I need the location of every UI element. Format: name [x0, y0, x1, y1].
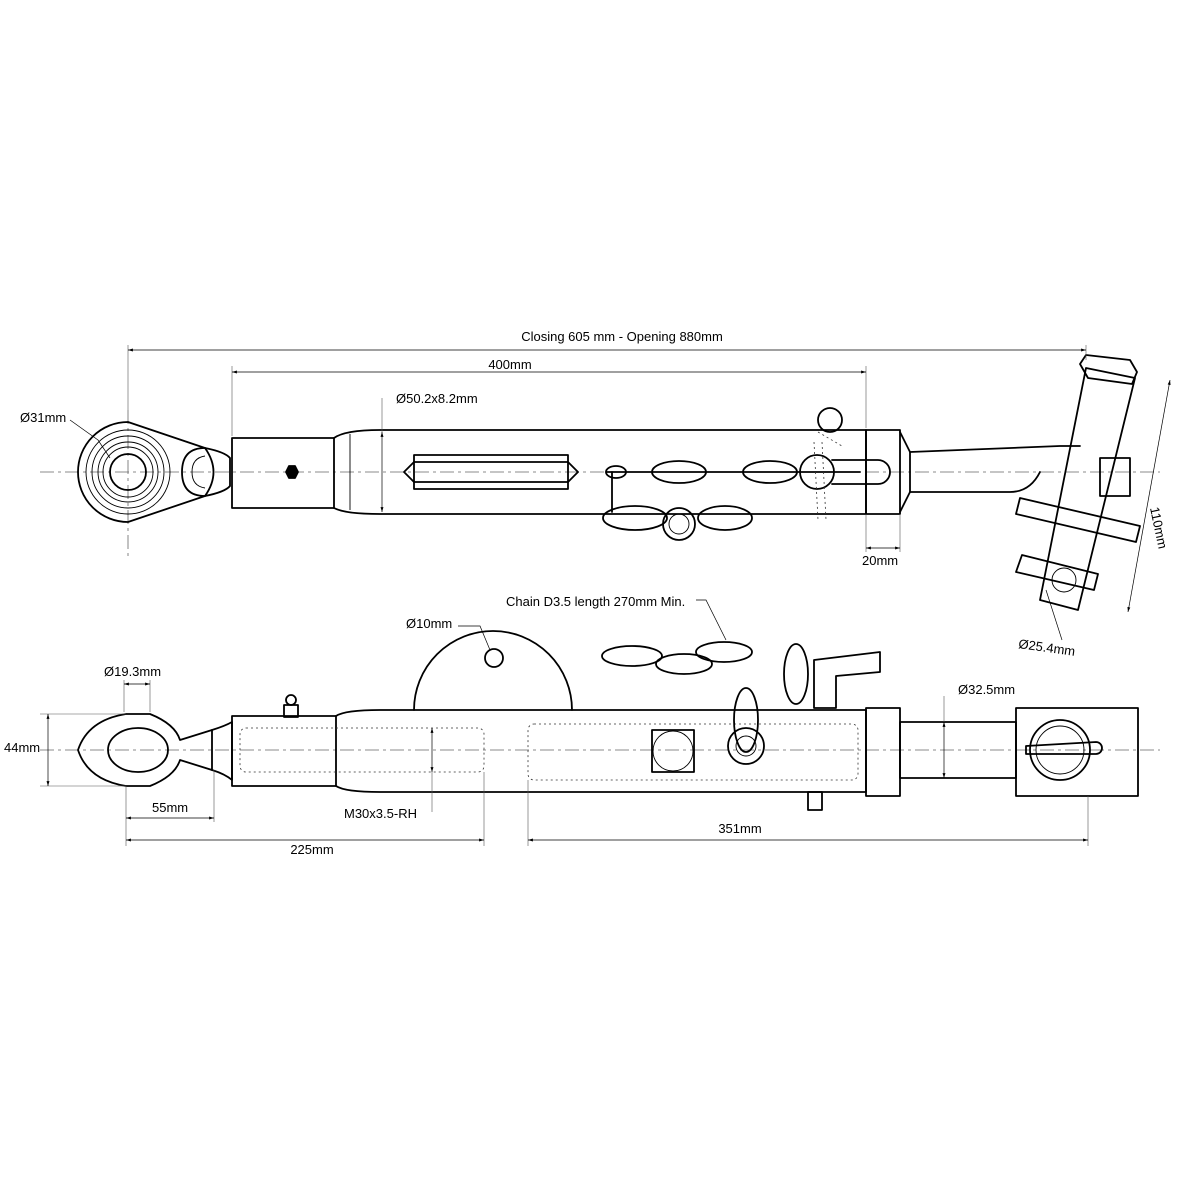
chain-side-view: [601, 641, 881, 811]
length-225-label: 225mm: [290, 842, 333, 857]
collar-nut: [865, 429, 911, 515]
top-view: [40, 354, 1160, 611]
swivel-end-side: [865, 707, 1139, 797]
diam-31-label: Ø31mm: [20, 410, 66, 425]
length-351-label: 351mm: [718, 821, 761, 836]
chain-label: Chain D3.5 length 270mm Min.: [506, 594, 685, 609]
width-110-label: 110mm: [1147, 506, 1170, 551]
diam-10-label: Ø10mm: [406, 616, 452, 631]
inner-tube: [231, 437, 335, 509]
height-44-label: 44mm: [4, 740, 40, 755]
thread-label: M30x3.5-RH: [344, 806, 417, 821]
diam-19-label: Ø19.3mm: [104, 664, 161, 679]
length-400-label: 400mm: [488, 357, 531, 372]
swivel-end-top: [909, 354, 1141, 611]
dimension-lines: [40, 345, 1171, 846]
chain-top-view: [602, 407, 861, 541]
ball-eye-end: [77, 421, 231, 523]
diam-25-label: Ø25.4mm: [1018, 636, 1077, 659]
diam-32-label: Ø32.5mm: [958, 682, 1015, 697]
side-view: [40, 630, 1160, 811]
side-tubes: [231, 630, 867, 793]
overall-length-label: Closing 605 mm - Opening 880mm: [521, 329, 723, 344]
length-55-label: 55mm: [152, 800, 188, 815]
length-20-label: 20mm: [862, 553, 898, 568]
grease-nipple: [283, 694, 299, 718]
tube-diam-label: Ø50.2x8.2mm: [396, 391, 478, 406]
